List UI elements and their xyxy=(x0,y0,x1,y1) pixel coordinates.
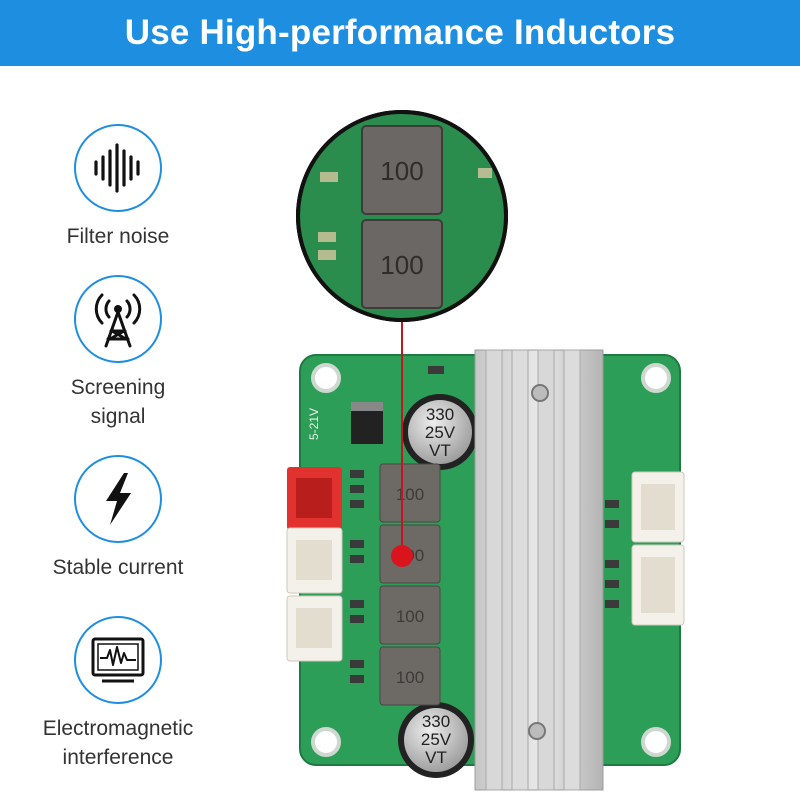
capacitor-top: 330 25V VT xyxy=(402,394,478,470)
capacitor-bottom: 330 25V VT xyxy=(398,702,474,778)
feature-icon-circle xyxy=(74,275,162,363)
feature-icon-circle xyxy=(74,455,162,543)
page-title: Use High-performance Inductors xyxy=(124,13,676,52)
sound-wave-icon xyxy=(94,143,140,193)
lightning-bolt-icon xyxy=(106,473,131,525)
board-inductors: 100 100 100 100 xyxy=(379,463,441,706)
audio-connector-1 xyxy=(286,527,343,594)
magnified-inductor-bottom: 100 xyxy=(361,219,443,309)
svg-text:VT: VT xyxy=(425,748,447,767)
svg-text:100: 100 xyxy=(380,156,423,186)
feature-label: Stable current xyxy=(52,556,184,579)
svg-text:330: 330 xyxy=(426,405,454,424)
svg-text:VT: VT xyxy=(429,441,451,460)
feature-icon-circle xyxy=(74,124,162,212)
output-connector-2 xyxy=(631,544,685,626)
feature-label: Electromagnetic interference xyxy=(42,717,194,769)
audio-connector-2 xyxy=(286,595,343,662)
feature-stable-current: Stable current xyxy=(18,455,218,582)
feature-screening-signal: Screening signal xyxy=(18,275,218,431)
feature-label: Filter noise xyxy=(66,225,170,248)
magnified-inductor-top: 100 xyxy=(361,125,443,215)
power-connector xyxy=(287,467,342,530)
mounting-holes xyxy=(311,363,671,757)
svg-text:25V: 25V xyxy=(421,730,452,749)
svg-text:25V: 25V xyxy=(425,423,456,442)
svg-text:100: 100 xyxy=(396,485,424,504)
oscilloscope-icon xyxy=(91,637,145,683)
amplifier-board-image: 5-21V 330 25V VT xyxy=(286,110,685,791)
svg-text:100: 100 xyxy=(380,250,423,280)
smd-components xyxy=(350,366,619,683)
feature-electromagnetic-interference: Electromagnetic interference xyxy=(18,616,218,772)
feature-filter-noise: Filter noise xyxy=(18,124,218,251)
magnifier-view: 100 100 xyxy=(296,110,508,322)
heatsink xyxy=(474,349,604,791)
inductor-1: 100 xyxy=(379,463,441,523)
output-connector-1 xyxy=(631,471,685,543)
feature-icon-circle xyxy=(74,616,162,704)
title-banner: Use High-performance Inductors xyxy=(0,0,800,66)
svg-text:100: 100 xyxy=(396,668,424,687)
svg-text:330: 330 xyxy=(422,712,450,731)
signal-tower-icon xyxy=(94,293,142,348)
voltage-silkscreen: 5-21V xyxy=(307,408,321,440)
inductor-4: 100 xyxy=(379,646,441,706)
svg-text:100: 100 xyxy=(396,607,424,626)
feature-label: Screening signal xyxy=(70,376,166,428)
callout-marker xyxy=(391,545,413,567)
inductor-3: 100 xyxy=(379,585,441,645)
